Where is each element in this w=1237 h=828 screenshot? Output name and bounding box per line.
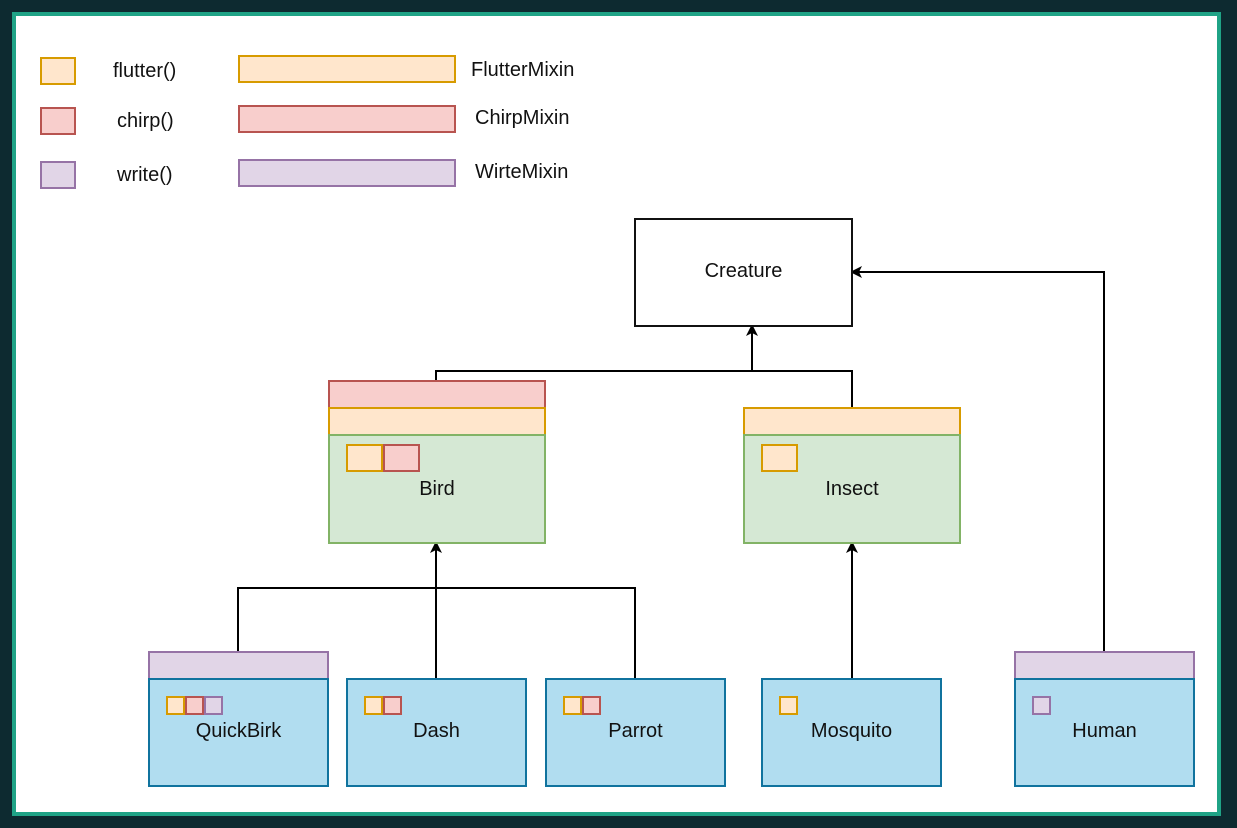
dash-label: Dash [413, 720, 460, 742]
arrow-bird-to-creature [435, 324, 758, 380]
legend-write-swatch [40, 161, 76, 189]
legend-chirpmixin-bar [238, 105, 456, 133]
arrow-parrot-to-bird [436, 587, 636, 678]
legend-fluttermixin-bar [238, 55, 456, 83]
legend-wirtemixin-bar [238, 159, 456, 187]
legend-chirp-label: chirp() [117, 110, 174, 132]
arrow-insect-to-creature [752, 370, 853, 407]
parrot-node: Parrot [545, 678, 726, 787]
creature-node: Creature [634, 218, 853, 327]
legend-write-label: write() [117, 164, 173, 186]
quickbirk-write-method [204, 696, 223, 715]
mosquito-node: Mosquito [761, 678, 942, 787]
quickbirk-wirtemixin-bar [148, 651, 329, 680]
human-label: Human [1072, 720, 1137, 742]
legend-flutter-label: flutter() [113, 60, 177, 82]
arrow-human-to-creature [850, 266, 1105, 651]
parrot-label: Parrot [608, 720, 663, 742]
parrot-chirp-method [582, 696, 601, 715]
dash-chirp-method [383, 696, 402, 715]
human-wirtemixin-bar [1014, 651, 1195, 680]
human-write-method [1032, 696, 1051, 715]
quickbirk-label: QuickBirk [195, 720, 282, 742]
dash-flutter-method [364, 696, 383, 715]
insect-flutter-method [761, 444, 798, 472]
bird-node: Bird [328, 434, 546, 544]
bird-label: Bird [419, 478, 455, 500]
insect-label: Insect [825, 478, 879, 500]
legend-chirp-swatch [40, 107, 76, 135]
mosquito-flutter-method [779, 696, 798, 715]
diagram-canvas: flutter() chirp() write() FlutterMixin C… [12, 12, 1221, 816]
mosquito-label: Mosquito [810, 720, 893, 742]
human-node: Human [1014, 678, 1195, 787]
bird-chirpmixin-bar [328, 380, 546, 409]
bird-flutter-method [346, 444, 383, 472]
insect-fluttermixin-bar [743, 407, 961, 436]
bird-fluttermixin-bar [328, 407, 546, 436]
legend-fluttermixin-label: FlutterMixin [471, 59, 575, 81]
legend-wirtemixin-label: WirteMixin [475, 161, 569, 183]
dash-node: Dash [346, 678, 527, 787]
insect-node: Insect [743, 434, 961, 544]
bird-chirp-method [383, 444, 420, 472]
legend-chirpmixin-label: ChirpMixin [475, 107, 570, 129]
quickbirk-chirp-method [185, 696, 204, 715]
parrot-flutter-method [563, 696, 582, 715]
arrow-quickbirk-to-bird [237, 587, 436, 651]
quickbirk-flutter-method [166, 696, 185, 715]
legend-flutter-swatch [40, 57, 76, 85]
inheritance-arrows [237, 266, 1105, 678]
creature-label: Creature [704, 260, 783, 282]
quickbirk-node: QuickBirk [148, 678, 329, 787]
